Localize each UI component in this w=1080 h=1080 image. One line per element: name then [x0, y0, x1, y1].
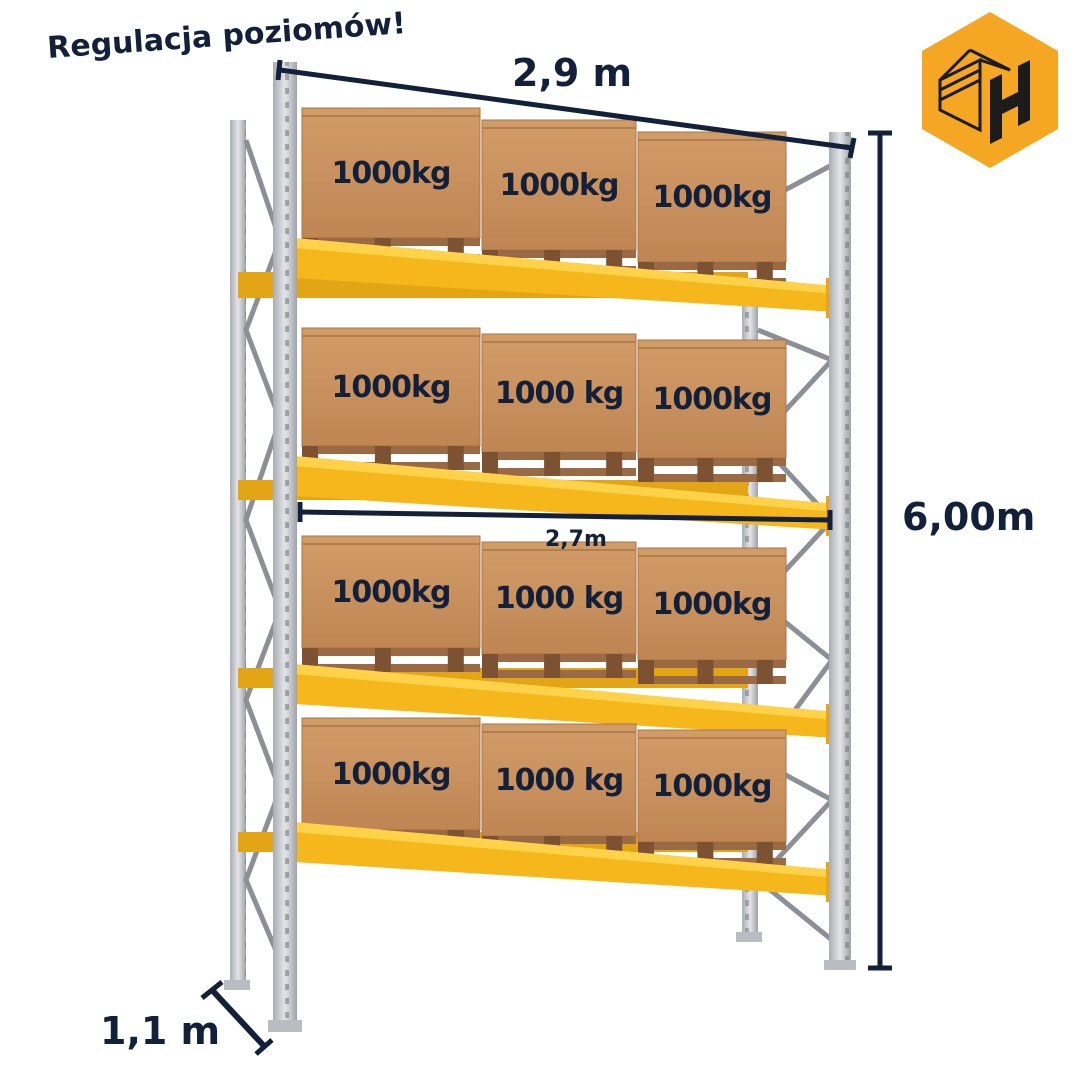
shelf-level: 1000kg 1000 kg 1000kg	[294, 535, 844, 744]
cargo-box: 1000kg	[301, 107, 481, 262]
shelf-level: 1000kg 1000kg 1000kg	[294, 107, 844, 318]
cargo-box: 1000kg	[481, 119, 637, 274]
dimension-depth: 1,1 m	[100, 980, 274, 1056]
dimension-beam-span: 2,7m	[297, 502, 833, 552]
pallet	[482, 452, 636, 476]
cargo-box: 1000 kg	[481, 333, 637, 476]
front-frame	[224, 62, 856, 1032]
box-weight-label: 1000kg	[332, 575, 451, 610]
dimension-top-width: 2,9 m	[275, 51, 857, 159]
shelf-level: 1000kg 1000 kg 1000kg	[294, 327, 844, 536]
pallet	[638, 458, 786, 482]
height-label: 6,00m	[902, 495, 1035, 539]
pallet	[638, 660, 786, 684]
width-top-label: 2,9 m	[512, 51, 632, 95]
box-weight-label: 1000kg	[653, 382, 772, 417]
cargo-box: 1000 kg	[481, 541, 637, 678]
box-weight-label: 1000kg	[653, 769, 772, 804]
box-weight-label: 1000kg	[332, 156, 451, 191]
cargo-box: 1000kg	[637, 339, 787, 482]
pallet	[482, 654, 636, 678]
box-weight-label: 1000 kg	[495, 376, 623, 411]
box-weight-label: 1000 kg	[495, 581, 623, 616]
depth-label: 1,1 m	[100, 1009, 220, 1053]
box-weight-label: 1000kg	[653, 587, 772, 622]
cargo-box: 1000kg	[637, 131, 787, 286]
hexagon-h-logo-icon	[922, 12, 1058, 168]
heading-text: Regulacja poziomów!	[46, 6, 407, 66]
box-weight-label: 1000kg	[332, 757, 451, 792]
cargo-box: 1000kg	[637, 729, 787, 866]
cargo-box: 1000kg	[301, 535, 481, 672]
cargo-box: 1000kg	[301, 327, 481, 470]
box-weight-label: 1000kg	[332, 370, 451, 405]
dimension-height: 6,00m	[868, 130, 1035, 971]
box-weight-label: 1000kg	[500, 168, 619, 203]
beam-span-label: 2,7m	[545, 527, 607, 552]
cargo-box: 1000 kg	[481, 723, 637, 860]
box-weight-label: 1000 kg	[495, 763, 623, 798]
cargo-box: 1000kg	[637, 547, 787, 684]
shelf-level: 1000kg 1000 kg 1000kg	[294, 717, 844, 902]
box-weight-label: 1000kg	[653, 180, 772, 215]
